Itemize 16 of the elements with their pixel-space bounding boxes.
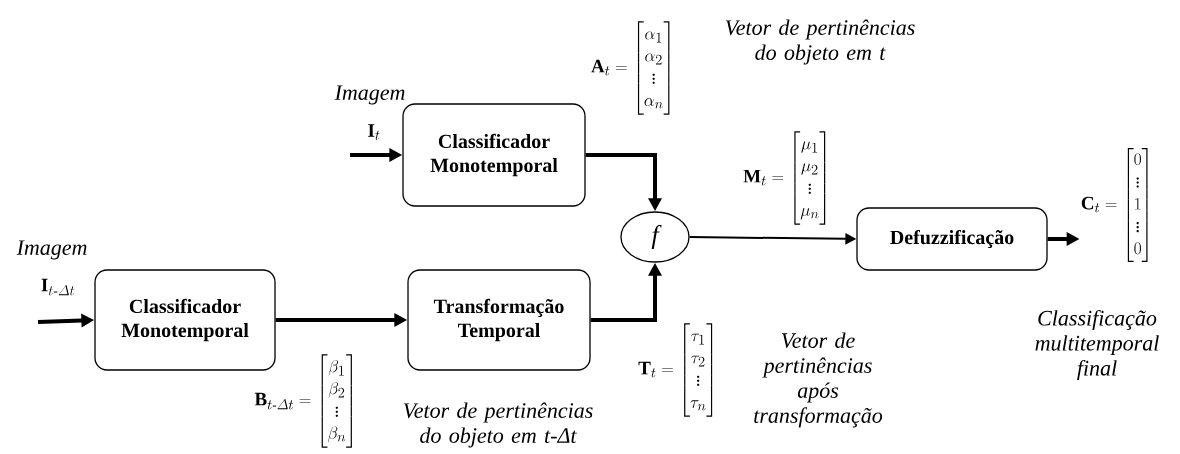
process-box: Classificador Monotemporal	[94, 269, 276, 371]
caption-text: Vetor de pertinências após transformação	[754, 332, 883, 428]
formula: $\mathbf{I}_{t\text{-}\varDelta t}$	[41, 278, 75, 296]
formula: $\mathbf{I}_{t}$	[368, 124, 380, 140]
process-box: Defuzzificação	[856, 207, 1048, 271]
formula: $\mathbf{M}_{t}=\begin{bmatrix}\mu_1\\ \mu_2\\ \vdots\\ \mu_n\end{bmatrix}$	[743, 131, 826, 225]
formula: $\mathbf{C}_{t}=\begin{bmatrix}0\\ \vdots\\ 1\\ \vdots\\ 0\end{bmatrix}$	[1081, 148, 1148, 262]
caption-text: Imagem	[334, 85, 405, 105]
caption-text: Classificação multitemporal final	[1035, 309, 1159, 381]
process-box: Classificador Monotemporal	[402, 103, 586, 207]
caption-text: Vetor de pertinências do objeto em t	[725, 19, 915, 65]
process-box: Transformação Temporal	[407, 269, 591, 371]
formula: $\mathbf{T}_{t}=\begin{bmatrix}\tau_1\\ \tau_2\\ \vdots\\ \tau_n\end{bmatrix}$	[638, 323, 713, 417]
caption-text: Vetor de pertinências do objeto em t-Δt	[403, 402, 593, 448]
caption-text: Imagem	[16, 240, 87, 260]
formula: $\mathbf{A}_{t}=\begin{bmatrix}\alpha_1\\ \alpha_2\\ \vdots\\ \alpha_n\end{bmatrix}$	[591, 21, 670, 115]
